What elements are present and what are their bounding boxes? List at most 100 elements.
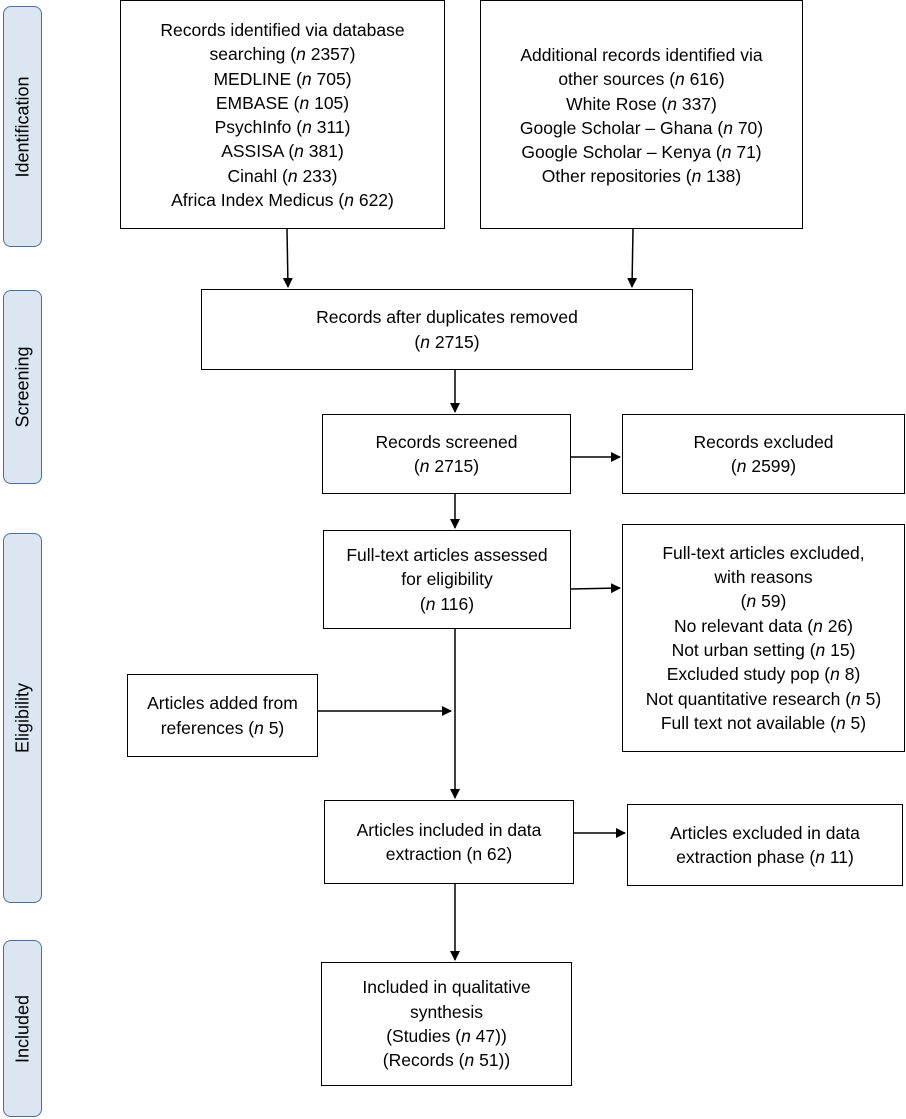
line-text: extraction phase ( — [676, 847, 816, 867]
line-n-symbol: n — [667, 93, 677, 114]
line-text: Cinahl ( — [227, 165, 288, 186]
line-text: Africa Index Medicus ( — [171, 190, 345, 211]
line-text: other sources ( — [558, 69, 676, 90]
line-n-symbol: n — [815, 640, 826, 660]
line-value: 2599) — [746, 456, 797, 476]
arrow-fulltext-to-excluded — [570, 583, 621, 594]
line-text: ( — [413, 456, 420, 476]
box-text-line: extraction (n 62) — [386, 842, 512, 866]
line-n-symbol: n — [287, 165, 298, 186]
box-text-line: synthesis — [410, 1000, 483, 1024]
line-value: 2715) — [429, 331, 480, 352]
line-n-symbol: n — [302, 117, 312, 138]
line-text: White Rose ( — [566, 93, 668, 114]
box-text-line: other sources (n 616) — [558, 67, 724, 91]
line-n-symbol: n — [419, 456, 430, 476]
box-text-line: (n 59) — [741, 589, 787, 613]
box-text-line: EMBASE (n 105) — [216, 91, 349, 115]
line-value: 71) — [731, 142, 762, 163]
line-value: 2715) — [429, 456, 480, 476]
box-text-line: (n 2599) — [731, 454, 796, 478]
arrow-additional-to-duplicates — [627, 228, 638, 288]
phase-eligibility: Eligibility — [3, 533, 42, 903]
line-value: 337) — [676, 93, 717, 114]
line-n-symbol: n — [736, 456, 747, 476]
line-text: Full text not available ( — [660, 712, 836, 733]
line-n-symbol: n — [721, 142, 732, 163]
line-value: 622) — [353, 190, 394, 211]
box-text-line: Google Scholar – Ghana (n 70) — [520, 116, 763, 140]
line-n-symbol: n — [851, 688, 861, 709]
box-text-line: MEDLINE (n 705) — [213, 67, 351, 91]
line-text: Included in qualitative — [362, 977, 531, 998]
box-text-line: (Studies (n 47)) — [386, 1024, 507, 1048]
line-value: 5) — [263, 717, 285, 738]
box-text-line: references (n 5) — [161, 716, 285, 740]
line-text: Full-text articles assessed — [346, 545, 548, 566]
line-value: 51)) — [474, 1050, 511, 1071]
line-value: 705) — [311, 68, 352, 89]
line-text: PsychInfo ( — [214, 117, 303, 138]
line-value: 105) — [309, 92, 350, 113]
line-value: 311) — [311, 117, 351, 138]
line-n-symbol: n — [815, 847, 825, 867]
box-text-line: Not quantitative research (n 5) — [646, 687, 881, 711]
box-records-excluded: Records excluded(n 2599) — [622, 414, 905, 494]
line-value: 381) — [303, 141, 344, 162]
box-text-line: extraction phase (n 11) — [676, 845, 854, 869]
box-duplicates-removed: Records after duplicates removed(n 2715) — [201, 289, 693, 370]
box-fulltext-excluded: Full-text articles excluded,with reasons… — [622, 524, 905, 752]
line-value: 5) — [860, 688, 882, 709]
line-value: 233) — [297, 165, 338, 186]
box-text-line: Full-text articles assessed — [346, 543, 547, 567]
line-text: MEDLINE ( — [213, 68, 302, 89]
line-n-symbol: n — [691, 166, 702, 187]
box-text-line: PsychInfo (n 311) — [215, 115, 351, 139]
box-text-line: Africa Index Medicus (n 622) — [171, 188, 394, 212]
line-text: references ( — [160, 717, 255, 738]
line-text: Other repositories ( — [541, 166, 692, 187]
line-text: Excluded study pop ( — [666, 664, 831, 685]
box-records-screened: Records screened(n 2715) — [322, 414, 571, 494]
box-text-line: Other repositories (n 138) — [542, 164, 741, 188]
box-text-line: Google Scholar – Kenya (n 71) — [521, 140, 761, 164]
box-text-line: with reasons — [714, 565, 812, 589]
line-n-symbol: n — [420, 331, 430, 352]
box-text-line: Full-text articles excluded, — [662, 541, 864, 565]
line-value: 70) — [732, 117, 764, 138]
line-n-symbol: n — [835, 712, 846, 733]
arrow-database-to-duplicates — [282, 228, 293, 288]
line-value: 11) — [824, 847, 854, 867]
box-text-line: for eligibility — [401, 567, 492, 591]
box-text-line: Not urban setting (n 15) — [672, 638, 856, 662]
line-text: ( — [740, 591, 747, 612]
line-value: 8) — [839, 664, 861, 685]
phase-included: Included — [3, 940, 42, 1117]
box-text-line: ASSISA (n 381) — [221, 139, 344, 163]
box-text-line: White Rose (n 337) — [566, 92, 717, 116]
line-text: Records after duplicates removed — [316, 307, 578, 328]
line-text: Not urban setting ( — [671, 640, 816, 660]
box-text-line: (n 116) — [420, 592, 474, 616]
box-text-line: No relevant data (n 26) — [674, 614, 853, 638]
line-value: 116) — [435, 593, 475, 614]
box-text-line: Additional records identified via — [520, 43, 762, 67]
line-text: with reasons — [714, 567, 813, 588]
line-n-symbol: n — [830, 664, 840, 685]
line-text: extraction (n 62) — [385, 844, 513, 864]
line-value: 5) — [845, 712, 867, 733]
line-n-symbol: n — [301, 68, 312, 89]
line-text: ( — [730, 456, 737, 476]
line-text: Additional records identified via — [520, 45, 763, 65]
line-n-symbol: n — [675, 69, 685, 90]
line-n-symbol: n — [425, 593, 436, 614]
line-text: EMBASE ( — [215, 92, 300, 113]
box-text-line: Included in qualitative — [362, 975, 530, 999]
line-text: Google Scholar – Kenya ( — [521, 142, 722, 163]
